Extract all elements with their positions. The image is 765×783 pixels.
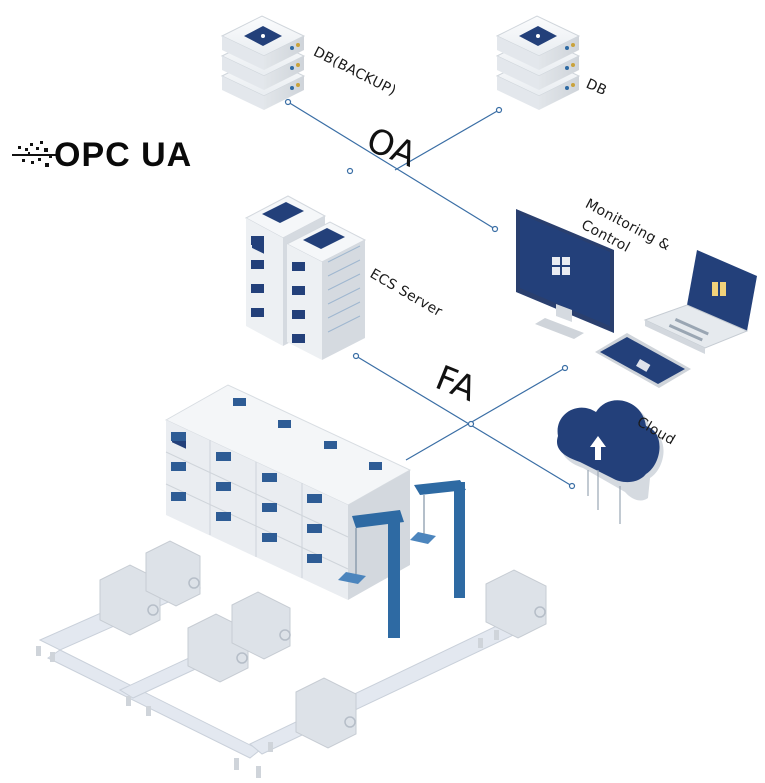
opc-ua-logo-mark [12, 141, 56, 167]
laptop-icon [643, 250, 757, 354]
conveyor-system-icon [36, 540, 547, 778]
automated-warehouse-rack-icon [164, 384, 412, 600]
cloud-icon [556, 400, 664, 524]
connection-lines [287, 101, 573, 487]
monitor-icon [516, 209, 614, 339]
ecs-server-rack-icon [244, 195, 367, 360]
stacker-crane-icon [338, 480, 466, 638]
db-backup-server-icon [220, 15, 306, 110]
opc-ua-logo-text: OPC UA [54, 136, 193, 174]
tablet-icon [595, 333, 691, 388]
db-server-icon [495, 15, 581, 110]
connection-nodes [284, 98, 576, 490]
